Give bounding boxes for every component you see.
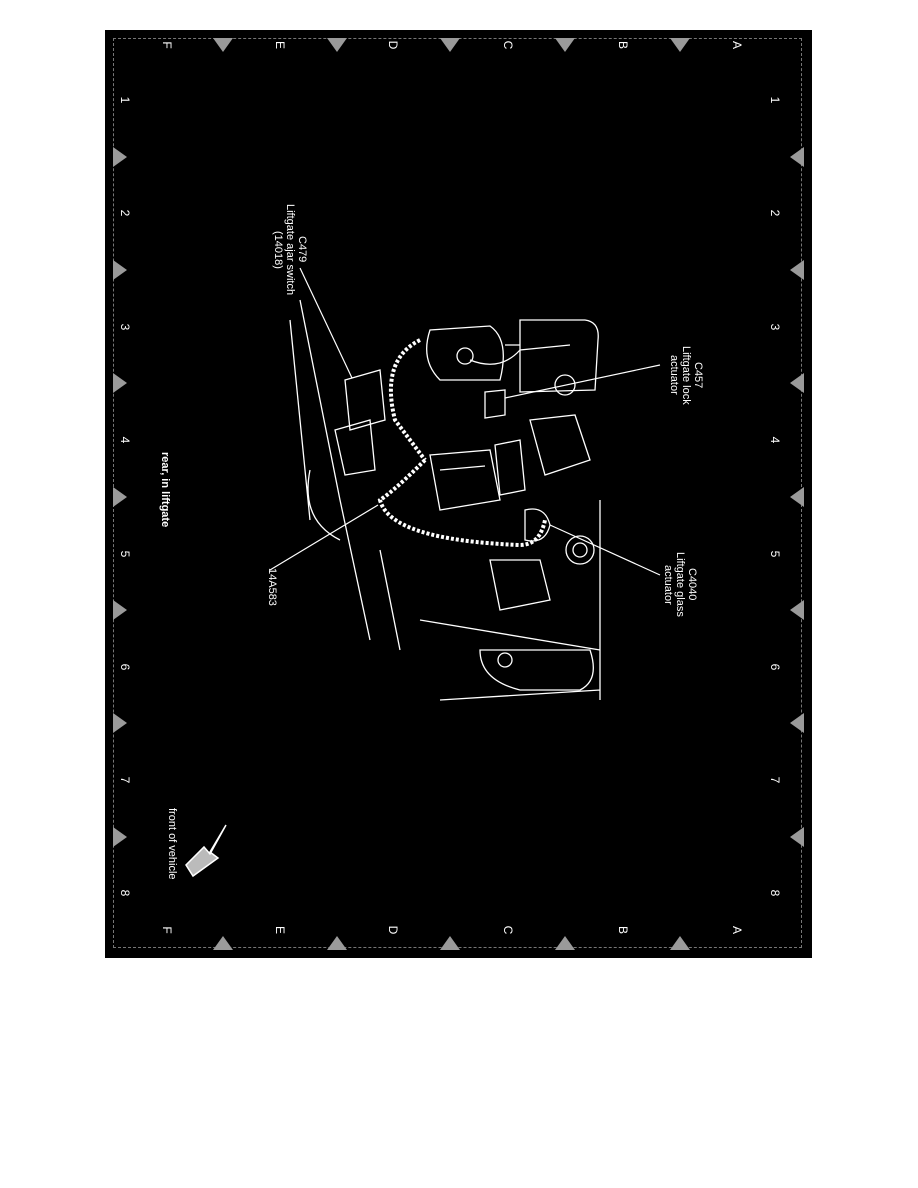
callout-c457-liftgate-lock-actuator: C457 Liftgate lock actuator [668, 346, 704, 405]
grid-column-label: 2 [118, 209, 132, 217]
grid-marker-icon [113, 373, 127, 393]
grid-marker-icon [440, 38, 460, 52]
grid-marker-icon [113, 600, 127, 620]
orientation-label: front of vehicle [166, 808, 178, 880]
callout-c4040-liftgate-glass-actuator: C4040 Liftgate glass actuator [662, 552, 698, 617]
grid-marker-icon [790, 487, 804, 507]
grid-column-label: 8 [768, 889, 782, 897]
grid-marker-icon [213, 38, 233, 52]
grid-column-label: 3 [118, 323, 132, 331]
grid-column-label: 1 [768, 96, 782, 104]
front-of-vehicle-arrow-icon [185, 824, 227, 878]
callout-14a583-harness: 14A583 [266, 568, 278, 606]
grid-marker-icon [790, 260, 804, 280]
grid-row-label: E [273, 40, 287, 50]
grid-markers [113, 38, 804, 950]
grid-row-label: A [730, 925, 744, 935]
grid-marker-icon [113, 147, 127, 167]
grid-marker-icon [213, 936, 233, 950]
grid-column-label: 3 [768, 323, 782, 331]
callout-c479-liftgate-ajar-switch: C479 Liftgate ajar switch (14018) [272, 204, 308, 296]
grid-row-label: C [501, 925, 515, 935]
grid-row-label: D [386, 925, 400, 935]
grid-marker-icon [790, 827, 804, 847]
diagram-frame [105, 30, 812, 958]
component-linework [289, 299, 601, 701]
grid-column-label: 1 [118, 96, 132, 104]
grid-column-label: 7 [768, 776, 782, 784]
grid-marker-icon [113, 713, 127, 733]
grid-column-label: 8 [118, 889, 132, 897]
grid-column-label: 5 [768, 550, 782, 558]
grid-marker-icon [670, 936, 690, 950]
grid-marker-icon [555, 38, 575, 52]
grid-marker-icon [327, 936, 347, 950]
grid-marker-icon [113, 260, 127, 280]
grid-column-label: 5 [118, 550, 132, 558]
leader-lines [269, 267, 661, 576]
grid-marker-icon [440, 936, 460, 950]
grid-row-label: D [386, 40, 400, 50]
grid-marker-icon [113, 487, 127, 507]
grid-row-label: A [730, 40, 744, 50]
grid-marker-icon [670, 38, 690, 52]
grid-marker-icon [790, 713, 804, 733]
grid-row-label: F [160, 926, 174, 934]
grid-marker-icon [113, 827, 127, 847]
grid-marker-icon [555, 936, 575, 950]
grid-row-label: B [616, 925, 630, 935]
grid-column-label: 2 [768, 209, 782, 217]
grid-column-label: 4 [118, 436, 132, 444]
grid-marker-icon [790, 600, 804, 620]
grid-row-label: C [501, 40, 515, 50]
grid-column-label: 6 [118, 663, 132, 671]
grid-row-label: F [160, 41, 174, 49]
caption: rear, in liftgate [159, 452, 171, 528]
grid-row-label: E [273, 925, 287, 935]
grid-column-label: 4 [768, 436, 782, 444]
grid-column-label: 6 [768, 663, 782, 671]
grid-marker-icon [790, 373, 804, 393]
grid-row-label: B [616, 40, 630, 50]
grid-marker-icon [327, 38, 347, 52]
grid-column-label: 7 [118, 776, 132, 784]
grid-marker-icon [790, 147, 804, 167]
